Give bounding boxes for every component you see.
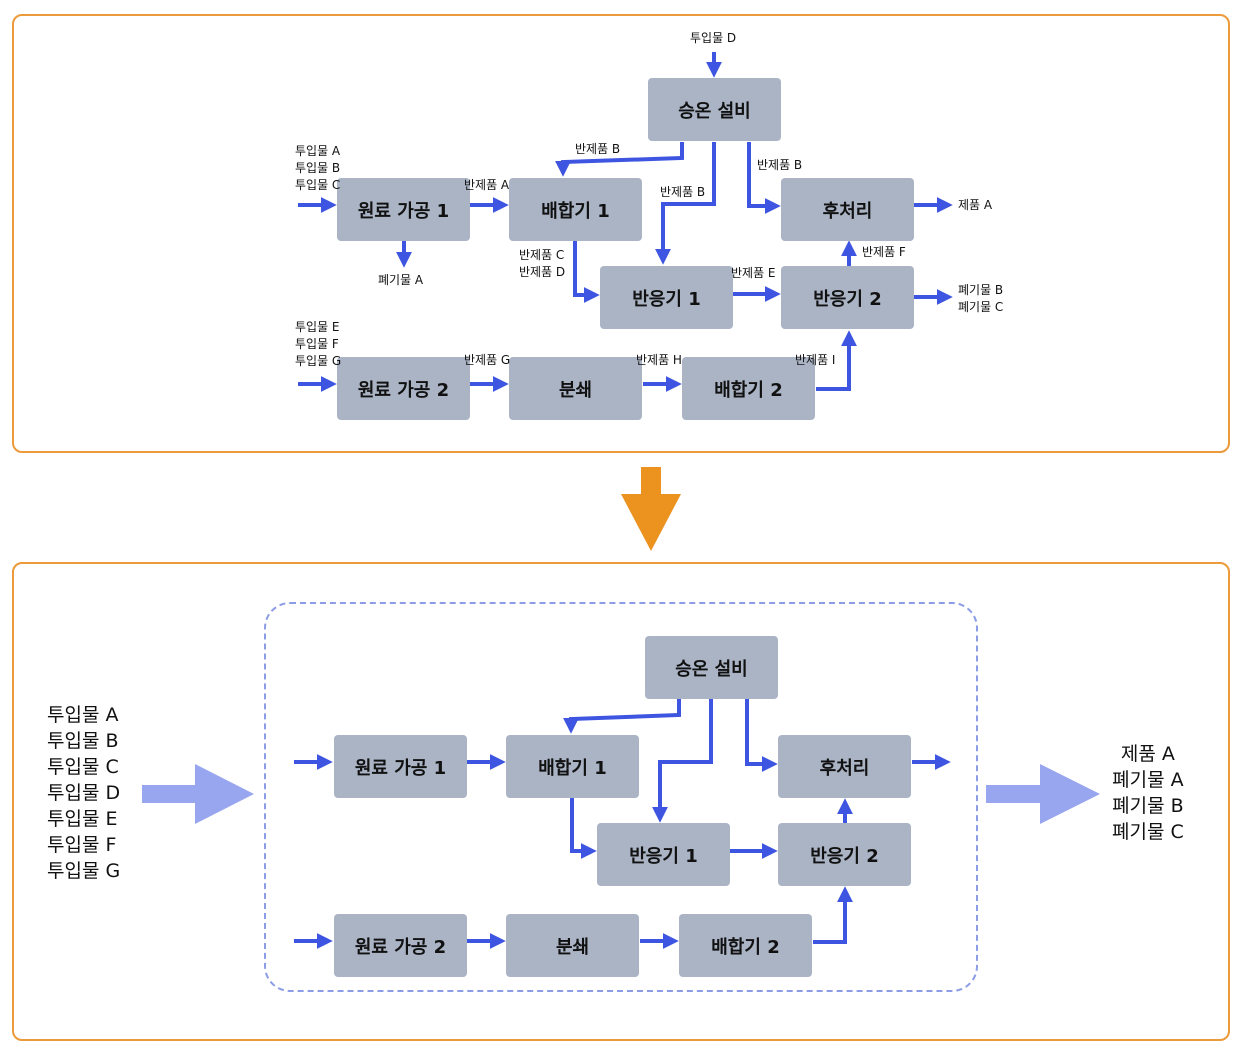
label-product-a: 제품 A [958, 198, 993, 212]
label-input-d: 투입물 D [690, 31, 737, 45]
box-b-raw2: 원료 가공 2 [334, 914, 467, 977]
label-semi-a: 반제품 A [464, 178, 510, 192]
box-reactor1: 반응기 1 [600, 266, 733, 329]
arrow-b-mixer2-reactor2 [813, 886, 853, 944]
label-semi-cd: 반제품 C 반제품 D [519, 248, 566, 279]
label-semi-b-post: 반제품 B [757, 158, 803, 172]
label-semi-f: 반제품 F [862, 245, 906, 259]
box-b-reactor2: 반응기 2 [778, 823, 911, 886]
box-heating: 승온 설비 [648, 78, 781, 141]
box-b-crusher: 분쇄 [506, 914, 639, 977]
outputs-list: 제품 A 폐기물 A 폐기물 B 폐기물 C [1112, 743, 1184, 843]
label-semi-b-mixer: 반제품 B [575, 142, 621, 156]
label-semi-h: 반제품 H [636, 353, 682, 367]
label-waste-a: 폐기물 A [378, 273, 424, 287]
label-semi-e: 반제품 E [731, 266, 776, 280]
label-semi-b-reactor: 반제품 B [660, 185, 706, 199]
label-waste-bc: 폐기물 B 폐기물 C [958, 283, 1004, 314]
box-b-mixer1: 배합기 1 [506, 735, 639, 798]
arrow-b-heating-reactor1 [652, 699, 713, 823]
arrow-b-heating-post [745, 699, 778, 772]
transform-down-arrow [621, 467, 681, 551]
box-mixer2: 배합기 2 [682, 357, 815, 420]
box-b-reactor1: 반응기 1 [597, 823, 730, 886]
box-reactor2: 반응기 2 [781, 266, 914, 329]
box-crusher: 분쇄 [509, 357, 642, 420]
label-inputs-abc: 투입물 A 투입물 B 투입물 C [295, 144, 341, 192]
arrow-mixer1-reactor1 [573, 241, 600, 303]
box-b-post: 후처리 [778, 735, 911, 798]
box-raw2: 원료 가공 2 [337, 357, 470, 420]
arrow-mixer2-reactor2 [816, 330, 857, 391]
arrow-b-mixer1-reactor1 [570, 798, 597, 859]
box-raw1: 원료 가공 1 [337, 178, 470, 241]
outputs-big-arrow [986, 764, 1100, 824]
box-b-raw1: 원료 가공 1 [334, 735, 467, 798]
box-b-heating: 승온 설비 [645, 636, 778, 699]
label-inputs-efg: 투입물 E 투입물 F 투입물 G [295, 320, 342, 368]
label-semi-i: 반제품 I [795, 353, 836, 367]
arrow-heating-reactor1 [655, 142, 716, 265]
inputs-list: 투입물 A 투입물 B 투입물 C 투입물 D 투입물 E 투입물 F 투입물 … [47, 704, 121, 882]
arrow-heating-post [747, 142, 781, 214]
box-mixer1: 배합기 1 [509, 178, 642, 241]
system-boundary [264, 602, 978, 992]
arrow-b-heating-mixer1 [563, 699, 681, 734]
box-b-mixer2: 배합기 2 [679, 914, 812, 977]
arrow-heating-mixer1 [555, 142, 684, 177]
box-post: 후처리 [781, 178, 914, 241]
inputs-big-arrow [142, 764, 254, 824]
label-semi-g: 반제품 G [464, 353, 511, 367]
